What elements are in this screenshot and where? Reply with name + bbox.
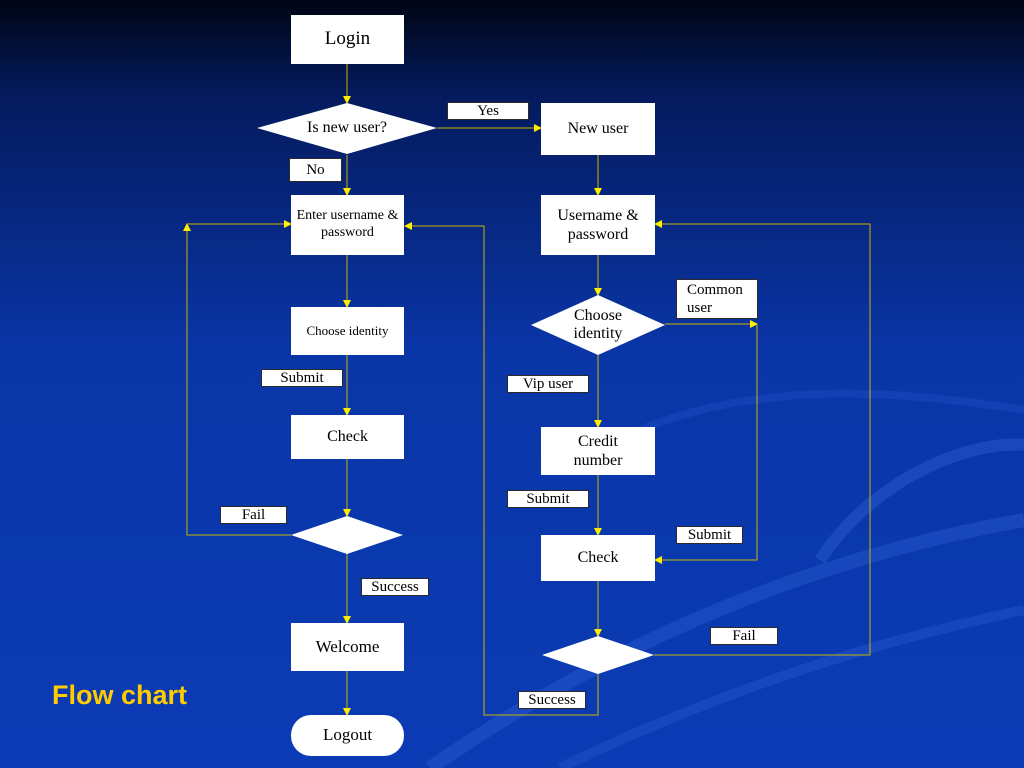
- label-fail-right: Fail: [710, 627, 778, 645]
- credit-number-node: Credit number: [541, 427, 655, 475]
- enter-username-password-node: Enter username & password: [291, 195, 404, 255]
- slide-title: Flow chart: [52, 680, 188, 710]
- edge-common-user-down: [654, 324, 758, 564]
- label-success-right: Success: [518, 691, 586, 709]
- new-user-node: New user: [541, 103, 655, 155]
- logout-node: Logout: [291, 715, 404, 756]
- edge-success-loop-right: [404, 222, 599, 716]
- edge-fail-loop-right: [654, 220, 871, 656]
- login-node: Login: [291, 15, 404, 64]
- label-common-user: Common user: [676, 279, 758, 319]
- check-left-node: Check: [291, 415, 404, 459]
- welcome-node: Welcome: [291, 623, 404, 671]
- label-no: No: [289, 158, 342, 182]
- label-submit-credit: Submit: [507, 490, 589, 508]
- choose-identity-left-node: Choose identity: [291, 307, 404, 355]
- label-fail-left: Fail: [220, 506, 287, 524]
- is-new-user-text: Is new user?: [307, 119, 387, 137]
- diamond-check-result-right: [542, 636, 654, 674]
- label-vip-user: Vip user: [507, 375, 589, 393]
- diamond-is-new-user: [257, 103, 437, 154]
- label-submit-left: Submit: [261, 369, 343, 387]
- diamond-choose-identity-right: [531, 295, 665, 355]
- label-success-left: Success: [361, 578, 429, 596]
- choose-identity-right-text: Choose identity: [573, 306, 623, 342]
- label-submit-common: Submit: [676, 526, 743, 544]
- check-right-node: Check: [541, 535, 655, 581]
- edge-fail-loop-left: [183, 223, 291, 536]
- diamond-check-result-left: [291, 516, 403, 554]
- username-password-node: Username & password: [541, 195, 655, 255]
- label-yes: Yes: [447, 102, 529, 120]
